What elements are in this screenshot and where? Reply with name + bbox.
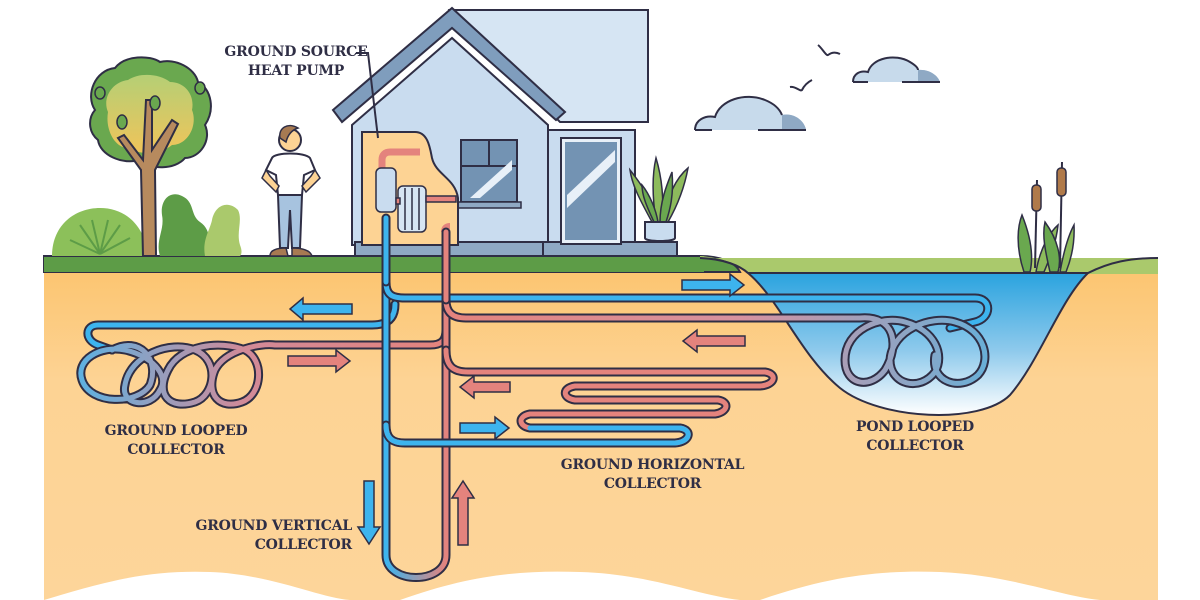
flow-arrow-icon <box>459 415 511 441</box>
label-line: HEAT PUMP <box>247 63 345 79</box>
flow-arrow-icon <box>288 296 353 322</box>
label-line: GROUND HORIZONTAL <box>560 457 745 473</box>
label-line: COLLECTOR <box>127 442 225 458</box>
flow-arrow-icon <box>356 480 382 546</box>
flow-arrow-icon <box>458 374 511 400</box>
flow-arrow-icon <box>681 328 746 354</box>
pipe-network <box>76 213 993 582</box>
flow-arrows <box>287 272 746 546</box>
pond-supply-pipe <box>381 277 993 333</box>
heat-pump-leader-line <box>356 52 379 139</box>
pond-looped-collector-pipe <box>441 295 990 388</box>
flow-arrow-icon <box>287 348 352 374</box>
label-ground-horizontal-collector: GROUND HORIZONTAL COLLECTOR <box>545 456 760 494</box>
label-ground-source-heat-pump: GROUND SOURCE HEAT PUMP <box>210 43 382 81</box>
tree-icon <box>89 56 212 257</box>
bush-icon <box>52 194 242 256</box>
person-icon <box>261 124 321 257</box>
grass-strip <box>43 255 1158 274</box>
label-line: GROUND VERTICAL <box>195 518 352 534</box>
cattail-icon <box>1017 161 1075 273</box>
label-pond-looped-collector: POND LOOPED COLLECTOR <box>840 418 990 456</box>
label-line: GROUND SOURCE <box>224 44 368 60</box>
cloud-icon <box>852 56 940 83</box>
label-ground-looped-collector: GROUND LOOPED COLLECTOR <box>86 422 266 460</box>
cloud-icon <box>694 95 806 131</box>
flow-arrow-icon <box>450 479 476 546</box>
ground-looped-collector-pipe <box>76 299 451 409</box>
ground-vertical-collector-pipe <box>381 235 451 582</box>
label-ground-vertical-collector: GROUND VERTICAL COLLECTOR <box>170 517 352 555</box>
label-line: POND LOOPED <box>856 419 974 435</box>
ground-horizontal-collector-pipe <box>381 345 778 448</box>
label-line: COLLECTOR <box>603 476 702 492</box>
label-line: COLLECTOR <box>254 537 352 553</box>
flow-arrow-icon <box>681 272 746 298</box>
label-line: GROUND LOOPED <box>104 423 248 439</box>
plant-pot-icon <box>628 155 690 242</box>
label-line: COLLECTOR <box>866 438 964 454</box>
pond <box>699 257 1159 416</box>
bird-icon <box>789 44 841 92</box>
